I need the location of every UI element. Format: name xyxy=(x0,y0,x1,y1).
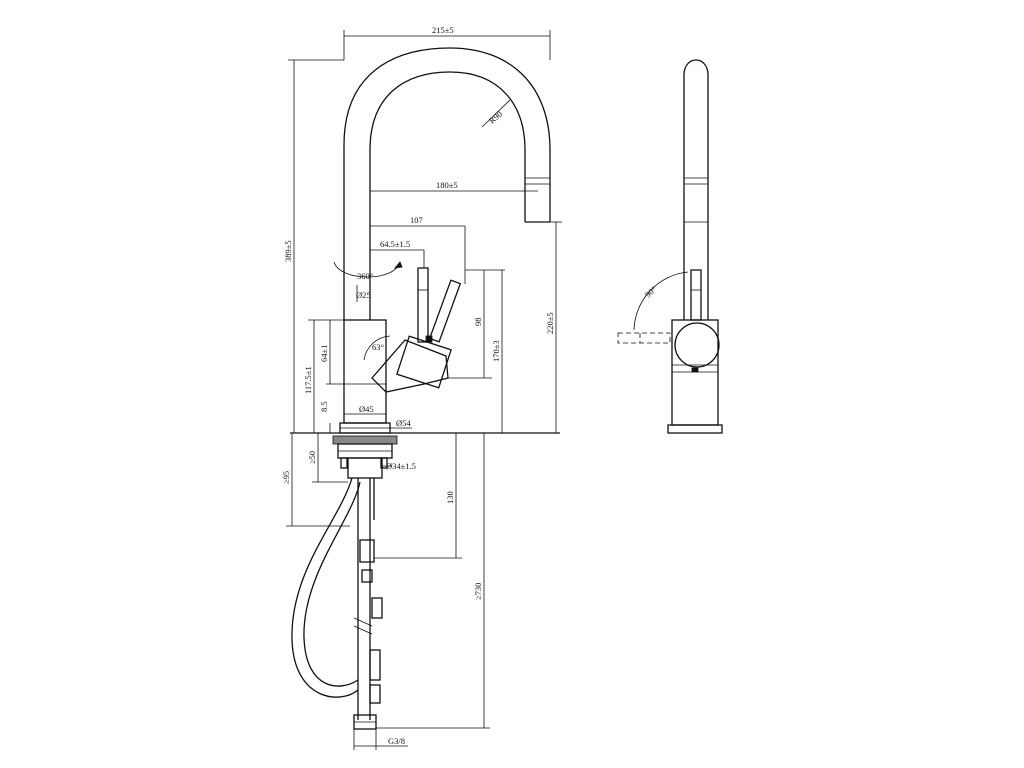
hose-weight-2 xyxy=(369,684,381,704)
hose-fitting-2 xyxy=(361,569,373,583)
hose-weight xyxy=(369,649,381,681)
swivel-arrow-head xyxy=(394,261,403,269)
dim-width-label: 215±5 xyxy=(432,25,454,35)
side-angle-arc xyxy=(633,271,689,331)
dim-170-label: 170±3 xyxy=(491,340,501,362)
dim-64-label: 64±1 xyxy=(319,345,329,362)
front-view: 215±5 R90 180±5 107 64.5±1.5 360° Ø25 38… xyxy=(281,25,562,750)
radius-leader xyxy=(481,99,511,128)
dim-54-label: Ø54 xyxy=(396,418,411,428)
pullout-hose-inner xyxy=(303,481,361,687)
side-lever-down xyxy=(617,332,671,344)
lever-angle-arc xyxy=(363,335,391,361)
shank xyxy=(347,457,383,479)
dim-swivel-label: 360° xyxy=(357,271,373,281)
dim-spout-diameter-label: Ø25 xyxy=(356,290,371,300)
hose-break-mark-2 xyxy=(353,625,373,635)
dim-117-label: 117.5±1 xyxy=(303,366,313,394)
mounting-flange xyxy=(332,435,398,445)
side-lever-up xyxy=(690,269,702,321)
dim-98-label: 98 xyxy=(473,318,483,327)
dim-220-label: 220±5 xyxy=(545,312,555,334)
dim-radius-label: R90 xyxy=(487,109,504,126)
dim-95-label: ≥95 xyxy=(281,471,291,484)
side-body xyxy=(671,319,719,426)
lever-stem-vertical xyxy=(417,267,429,343)
dim-thread-label: G3/8 xyxy=(388,736,405,746)
dim-45-label: Ø45 xyxy=(359,404,374,414)
lever-stem-angled xyxy=(428,279,462,343)
spout-outer-contour xyxy=(343,47,551,320)
dim-8-5-label: 8.5 xyxy=(319,401,329,412)
dim-50-label: ≥50 xyxy=(307,451,317,464)
hose-break-mark-1 xyxy=(353,617,373,627)
dim-130-label: 130 xyxy=(445,491,455,504)
side-indicator xyxy=(691,367,699,373)
side-base xyxy=(667,424,723,434)
dim-34-label: Ø34±1.5 xyxy=(386,461,416,471)
mounting-stud-right xyxy=(380,457,388,469)
dim-height-label: 389±5 xyxy=(283,240,293,262)
dim-730-label: ≥730 xyxy=(473,583,483,600)
mounting-stud-left xyxy=(340,457,348,469)
dim-lever-angle-label: 63° xyxy=(372,342,384,352)
dim-reach-label: 180±5 xyxy=(436,180,458,190)
lever-pivot xyxy=(425,335,433,343)
side-cartridge xyxy=(674,322,720,368)
spout-inner-contour xyxy=(369,71,526,320)
side-view: 90° xyxy=(617,59,723,434)
lever-cap xyxy=(396,335,452,389)
hose-clip xyxy=(371,597,383,619)
side-spout-contour xyxy=(683,59,709,320)
hose-fitting-1 xyxy=(359,539,375,563)
pullout-hose-outer xyxy=(291,477,359,698)
dim-107-label: 107 xyxy=(410,215,423,225)
dim-64-5-label: 64.5±1.5 xyxy=(380,239,410,249)
